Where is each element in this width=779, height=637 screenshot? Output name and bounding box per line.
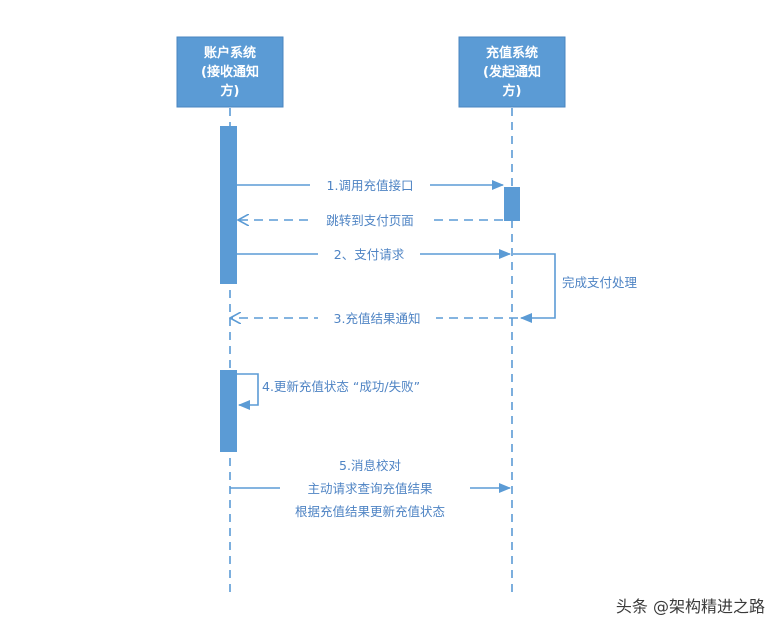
message-5-label-bg	[280, 479, 470, 497]
watermark-text: 头条 @架构精进之路	[616, 597, 765, 616]
account-system-label-line-1: 账户系统	[204, 45, 256, 61]
message-1-label: 1.调用充值接口	[327, 178, 414, 193]
message-2-label: 2、支付请求	[334, 247, 405, 262]
message-5-label-line-3: 根据充值结果更新充值状态	[295, 504, 445, 519]
message-4-self-arrow	[237, 373, 259, 410]
account-activation-1	[220, 126, 237, 284]
message-5-label-line-2: 主动请求查询充值结果	[307, 481, 433, 496]
account-system-participant: 账户系统 (接收通知 方)	[176, 36, 284, 108]
message-5-label-line-1: 5.消息校对	[339, 458, 401, 473]
recharge-system-box	[458, 36, 566, 108]
message-2-label-bg	[318, 245, 420, 263]
message-3-label: 3.充值结果通知	[334, 311, 421, 326]
message-4-label: 4.更新充值状态 “成功/失败”	[262, 379, 420, 394]
recharge-system-label-line-2: (发起通知	[483, 64, 541, 80]
message-1-label-bg	[310, 176, 430, 194]
payment-process-arrow	[513, 253, 556, 323]
payment-process-label: 完成支付处理	[562, 275, 638, 290]
recharge-system-label-line-3: 方)	[503, 83, 522, 99]
message-1-return-label: 跳转到支付页面	[326, 213, 414, 228]
account-activation-2	[220, 370, 237, 452]
recharge-system-participant: 充值系统 (发起通知 方)	[458, 36, 566, 108]
account-system-box	[176, 36, 284, 108]
message-3-label-bg	[318, 309, 436, 327]
account-system-label-line-2: (接收通知	[201, 64, 259, 80]
account-system-label-line-3: 方)	[221, 83, 240, 99]
recharge-system-label-line-1: 充值系统	[486, 45, 538, 61]
recharge-activation-1	[504, 187, 520, 221]
message-1-return-label-bg	[308, 211, 432, 229]
